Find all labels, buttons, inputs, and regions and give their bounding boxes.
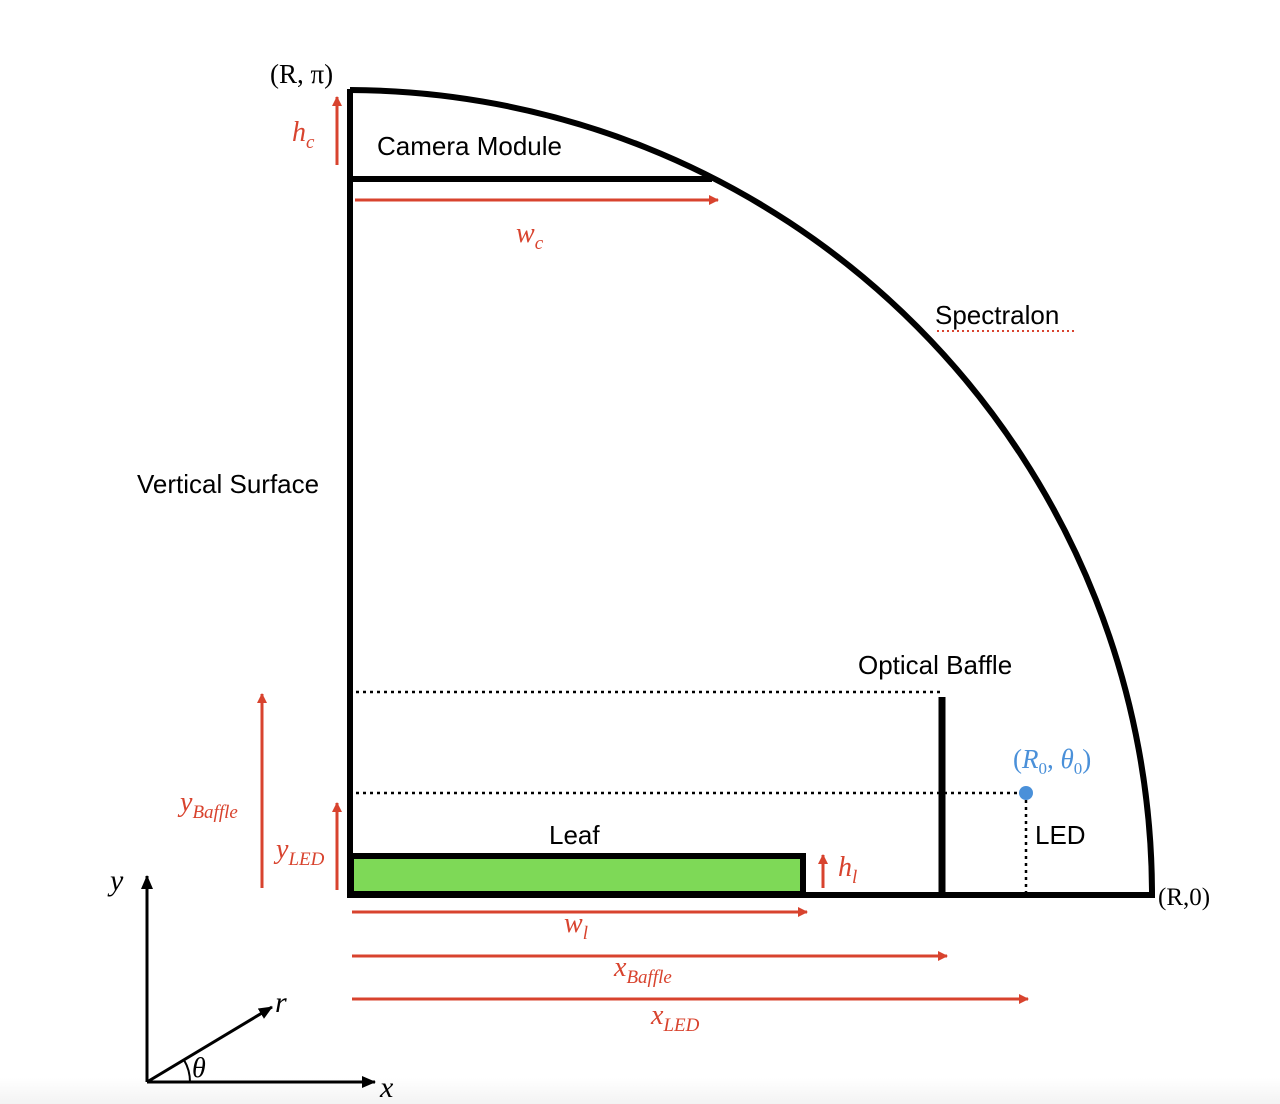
leaf-label: Leaf	[549, 820, 600, 850]
spectralon-arc	[349, 87, 1155, 896]
led-point	[1019, 786, 1033, 800]
enclosure	[347, 87, 1155, 898]
x-led-label: xLED	[650, 1000, 700, 1036]
dimension-arrows	[257, 96, 1029, 1004]
right-corner-coordinate: (R,0)	[1158, 884, 1210, 911]
leaf	[348, 853, 806, 897]
led-label: LED	[1035, 820, 1086, 850]
spectralon-label: Spectralon	[935, 300, 1059, 330]
y-led-label: yLED	[273, 834, 325, 870]
vertical-surface-label: Vertical Surface	[137, 469, 319, 499]
theta-label: θ	[192, 1053, 206, 1084]
camera-module-label: Camera Module	[377, 131, 562, 161]
x-baffle-label: xBaffle	[613, 952, 672, 988]
y-baffle-label: yBaffle	[177, 787, 238, 823]
h-c-label: hc	[292, 117, 315, 153]
r-axis	[146, 1005, 273, 1084]
r-axis-label: r	[275, 986, 287, 1019]
w-c-label: wc	[516, 218, 544, 254]
guides	[356, 690, 1028, 892]
top-corner-coordinate: (R, π)	[270, 59, 333, 89]
axes	[141, 875, 376, 1088]
theta-arc	[183, 1059, 192, 1083]
h-l-label: hl	[838, 852, 857, 888]
w-l-label: wl	[564, 908, 588, 944]
x-axis-label: x	[379, 1071, 394, 1104]
optical-baffle-label: Optical Baffle	[858, 650, 1012, 680]
led-coordinate: (R0, θ0)	[1013, 744, 1091, 778]
y-axis-label: y	[107, 864, 124, 897]
